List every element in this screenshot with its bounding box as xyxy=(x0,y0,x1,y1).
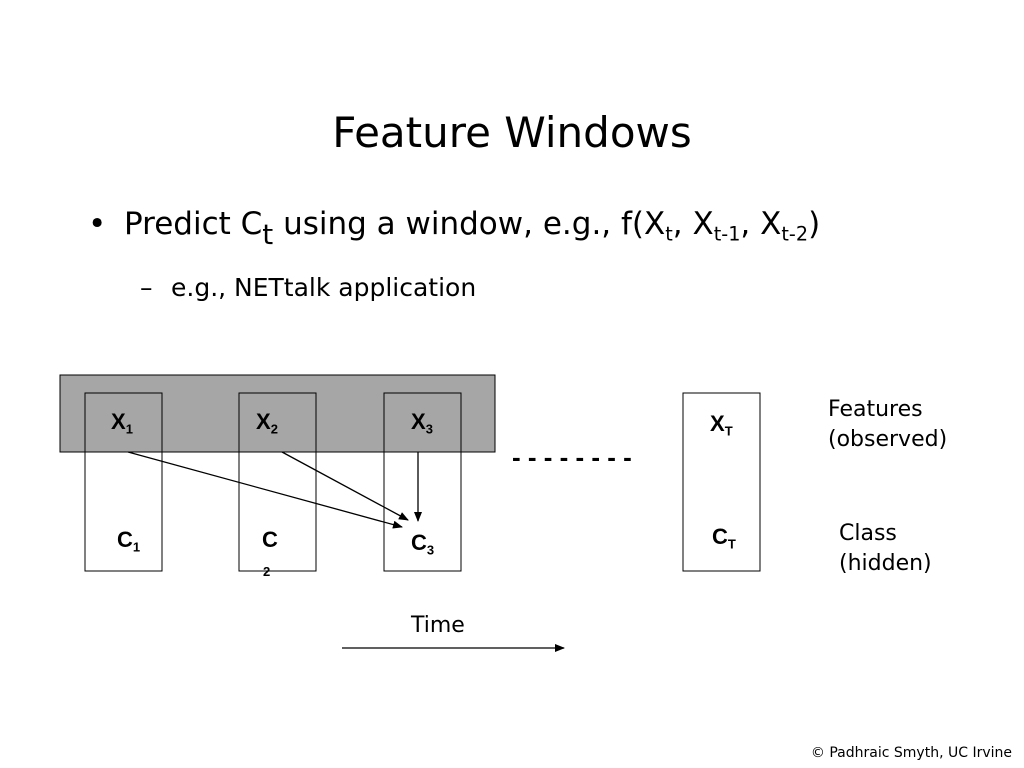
node-subscript: 3 xyxy=(426,542,435,558)
bullet-arg-subscript: t-2 xyxy=(781,222,809,246)
copyright-footer: © Padhraic Smyth, UC Irvine xyxy=(810,745,1012,761)
feature-window-shading xyxy=(59,374,496,453)
arrow-x1-to-c3 xyxy=(127,451,403,529)
node-subscript: 1 xyxy=(132,539,141,555)
feature-node-x1: X1 xyxy=(111,409,133,437)
feature-node-xt: XT xyxy=(710,411,733,439)
class-row-label: Class (hidden) xyxy=(839,521,932,576)
bullet-text-prefix: Predict C xyxy=(124,206,263,242)
bullet-arg-subscript: t-1 xyxy=(713,222,741,246)
sub-bullet-point: –e.g., NETtalk application xyxy=(140,273,476,302)
time-slice-box-1 xyxy=(84,392,163,572)
class-node-c2-letter: C xyxy=(262,527,278,552)
node-letter: C xyxy=(712,524,728,549)
bullet-text-middle: using a window, e.g., f(X xyxy=(273,206,666,242)
bullet-arg-separator: ) xyxy=(808,206,821,242)
time-slice-box-3 xyxy=(383,392,462,572)
node-letter: C xyxy=(117,527,133,552)
class-node-c3: C3 xyxy=(411,530,434,558)
time-axis-label: Time xyxy=(411,613,465,638)
node-subscript: 1 xyxy=(125,421,133,437)
bullet-point: •Predict Ct using a window, e.g., f(Xt, … xyxy=(88,206,820,251)
feature-node-x2: X2 xyxy=(256,409,278,437)
node-letter: X xyxy=(710,411,725,436)
slide-title: Feature Windows xyxy=(332,108,692,157)
class-node-ct: CT xyxy=(712,524,736,552)
class-node-c2-subscript: 2 xyxy=(263,564,271,579)
node-subscript: 2 xyxy=(270,421,278,437)
class-node-c1: C1 xyxy=(117,527,140,555)
node-letter: C xyxy=(411,530,427,555)
node-subscript: 3 xyxy=(425,421,433,437)
bullet-dot-icon: • xyxy=(88,206,107,242)
bullet-arg-separator: , X xyxy=(740,206,782,242)
feature-node-x3: X3 xyxy=(411,409,433,437)
sub-bullet-dash-icon: – xyxy=(140,273,153,302)
node-subscript: T xyxy=(724,423,733,439)
bullet-target-subscript: t xyxy=(262,217,274,251)
node-letter: X xyxy=(411,409,426,434)
bullet-arg-subscript: t xyxy=(665,222,673,246)
sub-bullet-text: e.g., NETtalk application xyxy=(171,273,477,302)
features-row-label: Features (observed) xyxy=(828,397,948,452)
node-letter: X xyxy=(256,409,271,434)
arrow-x2-to-c3 xyxy=(281,451,409,521)
time-slice-box-t xyxy=(682,392,761,572)
bullet-arg-separator: , X xyxy=(672,206,714,242)
node-subscript: T xyxy=(727,536,736,552)
ellipsis-dashes: - - - - - - - - xyxy=(512,442,632,472)
node-letter: X xyxy=(111,409,126,434)
